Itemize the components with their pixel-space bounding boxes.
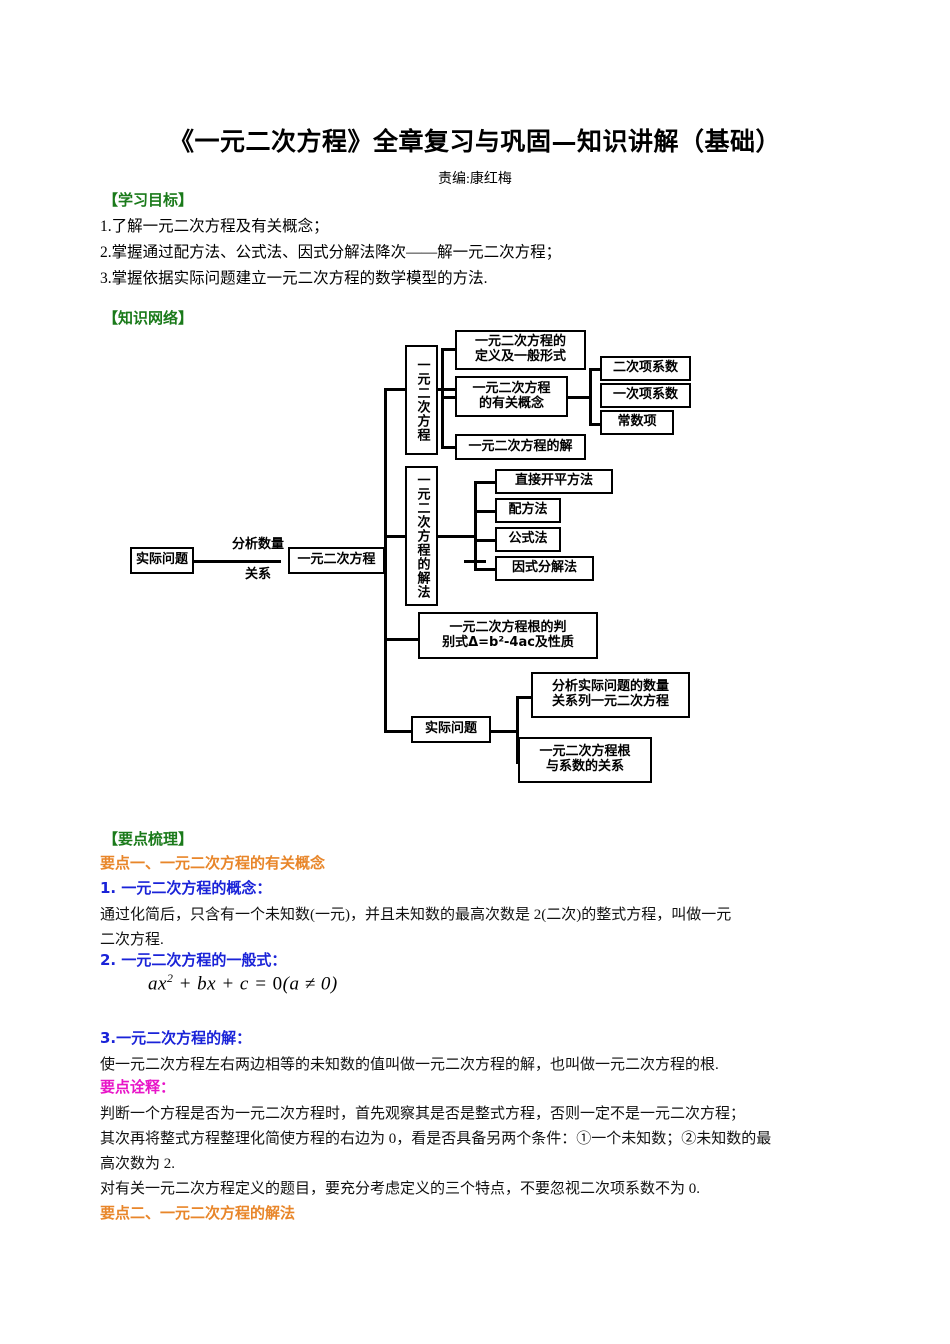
line-1: 一元二次方程根 bbox=[539, 744, 631, 760]
item-3-header: 3.一元二次方程的解： bbox=[100, 1029, 252, 1047]
item-1-header: 1. 一元二次方程的概念： bbox=[100, 879, 272, 897]
diagram-node-linear-coefficient: 一次项系数 bbox=[600, 383, 691, 408]
diagram-node-practical-problem-left: 实际问题 bbox=[130, 547, 194, 574]
explanation-line-3: 高次数为 2. bbox=[100, 1156, 176, 1172]
diagram-node-quadratic-equation-center: 一元二次方程 bbox=[288, 547, 385, 574]
line-1: 一元二次方程 bbox=[472, 380, 551, 396]
connector-line bbox=[384, 730, 412, 733]
connector-line bbox=[384, 638, 418, 641]
objective-item-1: 1.了解一元二次方程及有关概念； bbox=[100, 218, 329, 235]
section-header-key-points: 【要点梳理】 bbox=[103, 830, 194, 848]
diagram-edge-label-analyze-line1: 分析数量 bbox=[231, 537, 284, 552]
connector-line bbox=[474, 568, 496, 571]
explanation-line-2: 其次再将整式方程整理化简使方程的右边为 0，看是否具备另两个条件：①一个未知数；… bbox=[100, 1131, 772, 1147]
connector-line bbox=[568, 396, 592, 399]
explanation-header: 要点诠释： bbox=[100, 1078, 176, 1096]
diagram-node-factorization-method: 因式分解法 bbox=[495, 556, 594, 581]
line-1: 一元二次方程根的判 bbox=[449, 619, 567, 635]
connector-line bbox=[193, 560, 281, 563]
line-1: 一元二次方程的 bbox=[474, 334, 566, 350]
connector-bus-vertical bbox=[384, 388, 387, 733]
connector-line bbox=[589, 423, 603, 426]
item-3-body-line-1: 使一元二次方程左右两边相等的未知数的值叫做一元二次方程的解，也叫做一元二次方程的… bbox=[100, 1057, 719, 1073]
line-2: 的有关概念 bbox=[478, 395, 544, 411]
general-form-formula: ax2 + bx + c = 0(a ≠ 0) bbox=[148, 972, 338, 995]
connector-line bbox=[441, 348, 457, 351]
line-2: 定义及一般形式 bbox=[474, 349, 566, 364]
connector-line bbox=[474, 510, 496, 513]
diagram-node-completing-square-method: 配方法 bbox=[495, 498, 561, 523]
diagram-node-constant-term: 常数项 bbox=[600, 410, 674, 435]
diagram-node-discriminant: 一元二次方程根的判 别式Δ=b²-4ac及性质 bbox=[418, 612, 598, 659]
connector-line bbox=[441, 446, 457, 449]
line-1: 分析实际问题的数量 bbox=[551, 679, 669, 695]
diagram-node-quadratic-coefficient: 二次项系数 bbox=[600, 356, 691, 381]
item-1-body-line-2: 二次方程. bbox=[100, 932, 164, 948]
diagram-edge-label-analyze-line2: 关系 bbox=[244, 567, 271, 582]
diagram-node-practical-problem: 实际问题 bbox=[411, 716, 491, 743]
connector-line bbox=[474, 481, 496, 484]
section-header-knowledge-network: 【知识网络】 bbox=[103, 309, 194, 327]
connector-line bbox=[441, 396, 457, 399]
connector-line bbox=[474, 539, 496, 542]
diagram-node-formula-method: 公式法 bbox=[495, 527, 561, 552]
connector-bus-vertical bbox=[516, 696, 519, 764]
connector-bus-vertical bbox=[474, 481, 477, 571]
connector-line bbox=[384, 388, 406, 391]
connector-line bbox=[516, 696, 532, 699]
page-title: 《一元二次方程》全章复习与巩固—知识讲解（基础） bbox=[168, 127, 781, 156]
diagram-node-roots-and-coefficients: 一元二次方程根 与系数的关系 bbox=[518, 737, 652, 783]
connector-bus-vertical bbox=[589, 368, 592, 426]
connector-line bbox=[490, 730, 518, 733]
line-2: 别式Δ=b²-4ac及性质 bbox=[442, 634, 574, 650]
formula-exponent: 2 bbox=[166, 972, 174, 985]
diagram-node-definition-general-form: 一元二次方程的 定义及一般形式 bbox=[455, 330, 586, 370]
formula-condition: (a ≠ 0) bbox=[282, 973, 338, 995]
item-1-body-line-1: 通过化简后，只含有一个未知数(一元)，并且未知数的最高次数是 2(二次)的整式方… bbox=[100, 907, 732, 923]
diagram-node-solution-of-equation: 一元二次方程的解 bbox=[455, 434, 586, 460]
formula-middle: + bx + c = bbox=[173, 973, 273, 995]
connector-line bbox=[384, 535, 406, 538]
diagram-node-related-concepts: 一元二次方程 的有关概念 bbox=[455, 376, 568, 417]
diagram-trunk-quadratic-equation: 一元二次方程 bbox=[405, 345, 438, 455]
section-header-learning-objectives: 【学习目标】 bbox=[103, 191, 194, 209]
connector-line bbox=[589, 368, 603, 371]
document-editor-credit: 责编:康红梅 bbox=[438, 172, 512, 187]
formula-zero: 0 bbox=[272, 973, 283, 995]
diagram-node-analyze-and-list-equation: 分析实际问题的数量 关系列一元二次方程 bbox=[531, 672, 690, 718]
connector-line bbox=[437, 535, 475, 538]
connector-line bbox=[437, 388, 459, 391]
formula-term-a: ax bbox=[148, 973, 167, 995]
objective-item-2: 2.掌握通过配方法、公式法、因式分解法降次——解一元二次方程； bbox=[100, 244, 562, 261]
key-point-two-header: 要点二、一元二次方程的解法 bbox=[100, 1204, 296, 1222]
item-2-header: 2. 一元二次方程的一般式： bbox=[100, 951, 287, 969]
key-point-one-header: 要点一、一元二次方程的有关概念 bbox=[100, 854, 326, 872]
line-2: 关系列一元二次方程 bbox=[551, 694, 669, 709]
explanation-line-1: 判断一个方程是否为一元二次方程时，首先观察其是否是整式方程，否则一定不是一元二次… bbox=[100, 1106, 746, 1122]
diagram-node-direct-sqrt-method: 直接开平方法 bbox=[495, 469, 613, 494]
line-2: 与系数的关系 bbox=[545, 759, 624, 774]
objective-item-3: 3.掌握依据实际问题建立一元二次方程的数学模型的方法. bbox=[100, 270, 488, 287]
diagram-trunk-solution-methods: 一元二次方程的解法 bbox=[405, 466, 438, 606]
explanation-line-4: 对有关一元二次方程定义的题目，要充分考虑定义的三个特点，不要忽视二次项系数不为 … bbox=[100, 1181, 701, 1197]
